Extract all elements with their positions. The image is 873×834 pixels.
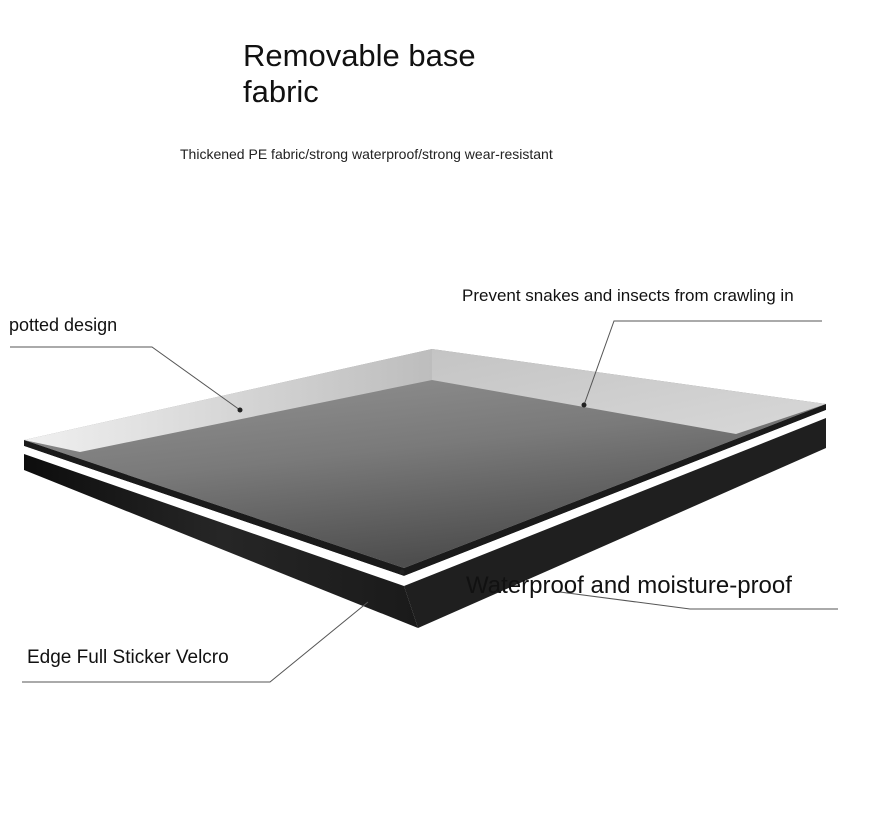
leader-line-snakes — [583, 320, 822, 406]
tray-left-wall — [24, 349, 432, 452]
leader-dot-velcro — [399, 569, 405, 575]
tray-edge-right — [404, 418, 826, 628]
callout-potted-design: potted design — [9, 315, 118, 335]
leader-line-waterproof — [559, 591, 838, 610]
tray-edge-left — [24, 454, 418, 628]
callout-waterproof: Waterproof and moisture-proof — [466, 572, 792, 599]
tray-back-wall — [432, 349, 826, 434]
page-subtitle: Thickened PE fabric/strong waterproof/st… — [180, 146, 553, 162]
leader-line-potted — [10, 346, 241, 411]
page-title: Removable base fabric — [243, 38, 476, 109]
leader-dot-potted — [237, 407, 243, 413]
callout-prevent-snakes: Prevent snakes and insects from crawling… — [462, 286, 794, 305]
leader-line-velcro — [22, 601, 369, 683]
leader-dot-snakes — [581, 402, 587, 408]
callout-edge-velcro: Edge Full Sticker Velcro — [27, 647, 229, 668]
